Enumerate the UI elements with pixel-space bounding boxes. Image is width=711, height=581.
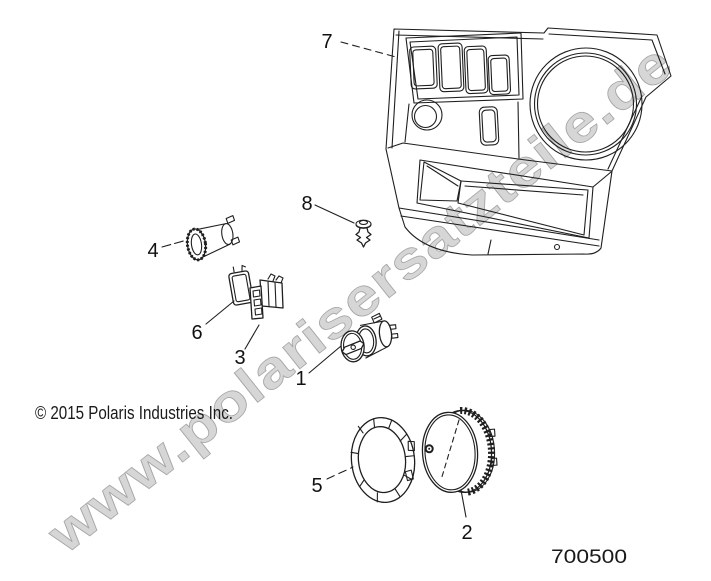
rivet-head	[358, 219, 369, 226]
ignition-rear-cap	[378, 320, 393, 348]
callout-7: 7	[321, 31, 332, 53]
tray-pocket	[457, 180, 589, 236]
callout-2: 2	[461, 522, 472, 544]
leader-2-dashed	[440, 419, 460, 481]
bezel-ring-drawing	[350, 416, 416, 504]
gauge-stub-1	[488, 428, 496, 438]
chin-line-1	[398, 207, 600, 241]
rivet-flange-under	[355, 223, 372, 229]
leader-5	[326, 466, 354, 480]
tray-ledge-line	[426, 165, 459, 187]
console-top-rim	[395, 34, 544, 40]
bezel-lugs	[404, 440, 415, 482]
gauge-stub-2	[490, 457, 498, 466]
callout-1: 1	[295, 368, 306, 390]
leader-8	[314, 204, 355, 224]
round-outlet-hole	[411, 99, 443, 131]
switch-body-drawing	[249, 273, 284, 320]
switch-hole-4-inner	[490, 57, 509, 93]
leader-3	[244, 324, 260, 350]
gauge-opening-inner	[536, 55, 635, 153]
leader-2	[460, 489, 467, 518]
rivet-shaft	[355, 227, 372, 248]
callout-3: 3	[234, 347, 245, 369]
chin-screw-hole	[553, 243, 561, 251]
console-chin	[398, 207, 600, 255]
ignition-key-hub	[350, 344, 356, 351]
copyright-text: © 2015 Polaris Industries Inc.	[35, 403, 233, 423]
switch-hole-1-inner	[412, 48, 435, 87]
switch-hole-2-inner	[440, 45, 462, 90]
leader-4	[161, 239, 188, 248]
gauge-ribs	[459, 407, 496, 496]
switch-body-slots	[252, 289, 263, 316]
rect-switch-hole	[478, 106, 500, 146]
console-outline	[385, 27, 672, 256]
sheet-number: 700500	[551, 547, 627, 568]
ignition-body	[359, 320, 389, 359]
switch-cap-clips	[232, 264, 246, 273]
socket-tab-side	[230, 236, 241, 246]
switch-bank-opening	[405, 32, 524, 104]
callout-6: 6	[191, 322, 202, 344]
ignition-key-knob	[341, 340, 365, 356]
switch-cap-drawing	[228, 264, 254, 306]
ignition-switch-drawing	[340, 312, 399, 363]
round-outlet-hole-inner	[413, 104, 438, 129]
leader-lines	[161, 41, 467, 518]
socket-rim-teeth	[185, 227, 208, 262]
switch-body-box	[259, 279, 284, 309]
gauge-opening	[529, 47, 643, 161]
ignition-clip	[371, 312, 383, 324]
leader-6	[205, 300, 235, 325]
tray-pocket-rim	[464, 185, 584, 196]
console-panel-drawing	[385, 27, 672, 256]
switch-hole-4	[487, 54, 512, 96]
switch-hole-3	[463, 45, 489, 95]
switch-hole-1	[409, 45, 438, 90]
gauge-opening-mid	[533, 52, 638, 156]
gauge-reset-knob	[424, 444, 434, 454]
gauge-reset-knob-center	[428, 447, 431, 450]
console-left-rim	[391, 30, 400, 149]
bezel-outer	[350, 416, 416, 504]
callout-5: 5	[311, 475, 322, 497]
rect-hole-inner	[481, 109, 497, 143]
switch-hole-2	[437, 42, 465, 93]
outlet-socket-drawing	[185, 215, 241, 262]
gauge-face-inner	[424, 414, 476, 491]
console-crease-mid	[517, 101, 520, 159]
tray-ledge	[419, 161, 462, 202]
socket-rear-cap	[221, 223, 234, 246]
tray-corner-line	[592, 171, 612, 188]
console-crease-left	[404, 103, 410, 143]
callout-8: 8	[301, 193, 312, 215]
switch-cap-inner	[231, 273, 251, 303]
callout-4: 4	[147, 240, 158, 262]
ignition-pin-2	[390, 333, 399, 339]
chin-tick	[487, 239, 492, 255]
switch-hole-3-inner	[466, 48, 486, 92]
leader-1	[308, 345, 342, 374]
socket-tab-top	[225, 215, 236, 224]
bezel-inner	[357, 426, 407, 494]
leader-7	[340, 41, 397, 58]
switch-bank-inner	[409, 36, 520, 100]
switch-body-lines	[267, 280, 277, 308]
rect-hole-outer	[478, 106, 500, 146]
socket-front-inner	[190, 233, 203, 256]
bezel-notches	[350, 418, 415, 503]
console-crease	[387, 142, 613, 172]
rivet-drawing	[355, 219, 372, 248]
console-wing-inner	[548, 33, 666, 75]
gauge-drawing	[421, 407, 498, 496]
chin-line-2	[400, 215, 600, 247]
gauge-opening-outer	[529, 47, 643, 161]
gauge-face	[421, 411, 479, 493]
callout-labels: 1 2 3 4 5 6 7 8	[147, 31, 472, 544]
switch-body-pins	[267, 273, 284, 284]
